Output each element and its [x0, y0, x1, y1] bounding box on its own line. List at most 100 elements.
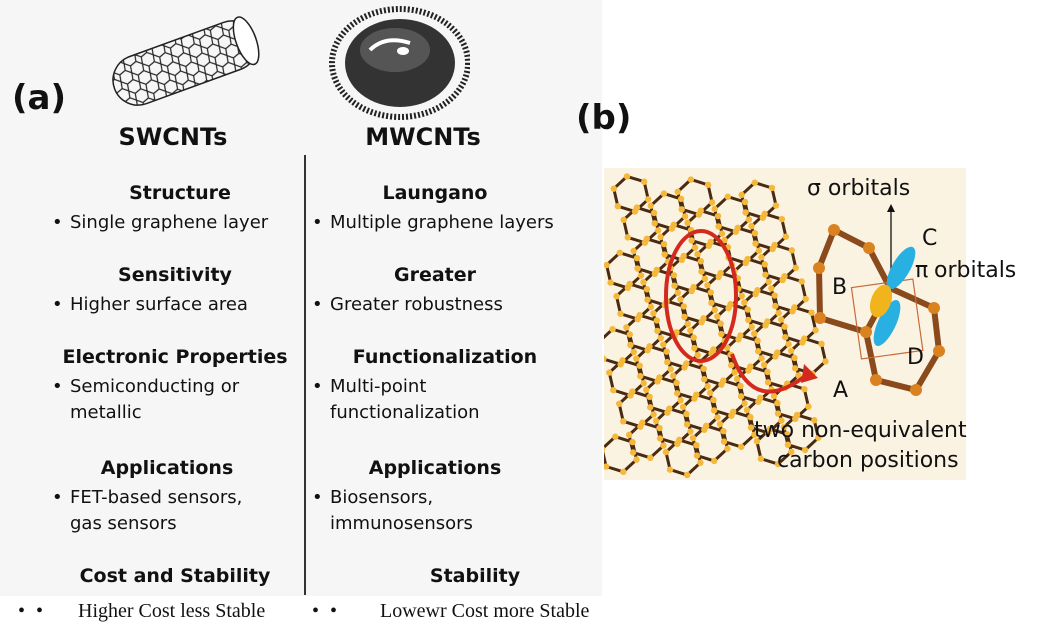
- lattice-atom: [626, 331, 634, 338]
- lattice-atom: [629, 438, 636, 446]
- lattice-atom: [754, 347, 762, 355]
- lattice-atom: [730, 408, 737, 416]
- lattice-atom: [801, 446, 809, 454]
- lattice-atom: [711, 306, 718, 314]
- lattice-atom: [634, 265, 641, 272]
- lattice-atom: [741, 198, 749, 206]
- lattice-atom: [691, 244, 699, 251]
- lattice-atom: [674, 289, 682, 297]
- lattice-atom: [764, 318, 771, 325]
- lattice-atom: [647, 202, 654, 209]
- swcnt-heading: Applications: [100, 457, 234, 479]
- lattice-atom: [662, 448, 670, 456]
- mwcnt-heading: Applications: [368, 457, 502, 479]
- lattice-atom: [733, 375, 741, 383]
- lattice-atom: [780, 423, 788, 431]
- swcnt-bullet: Semiconducting or metallic: [52, 374, 280, 426]
- lattice-atom: [660, 190, 668, 197]
- swcnt-heading: Sensitivity: [118, 264, 232, 286]
- lattice-atom: [620, 216, 627, 224]
- lattice-atom: [795, 372, 802, 379]
- pi-orbitals-label: orbitals: [934, 258, 1017, 283]
- lattice-atom: [630, 247, 637, 255]
- lattice-atom: [747, 424, 755, 431]
- lattice-atom: [633, 355, 640, 362]
- lattice-atom: [787, 347, 795, 354]
- lattice-atom: [704, 181, 712, 189]
- lattice-atom: [747, 363, 754, 370]
- lattice-atom: [604, 463, 610, 470]
- lattice-atom: [681, 213, 689, 220]
- swcnt-bullet: FET-based sensors, gas sensors: [52, 485, 270, 537]
- lattice-atom: [808, 309, 815, 316]
- lattice-atom: [680, 252, 687, 260]
- lattice-atom: [630, 348, 637, 356]
- highlight-ring: [664, 229, 738, 363]
- lattice-atom: [771, 292, 778, 299]
- mwcnt-bullet: Biosensors, immunosensors: [312, 485, 510, 537]
- lattice-atom: [684, 320, 691, 328]
- lattice-atom: [758, 355, 765, 362]
- swcnt-title: SWCNTs: [118, 123, 228, 151]
- lattice-atom: [641, 178, 648, 185]
- lattice-atom: [689, 434, 697, 442]
- pi-symbol: π: [915, 258, 929, 283]
- lattice-atom: [643, 286, 651, 293]
- lattice-atom: [792, 264, 799, 272]
- lattice-atom: [737, 332, 744, 339]
- lattice-atom: [623, 173, 631, 180]
- lattice-atom: [687, 176, 695, 183]
- lattice-atom: [654, 327, 661, 335]
- mwcnt-bullet: Greater robustness: [312, 292, 570, 318]
- lattice-atom: [720, 377, 727, 384]
- lattice-atom: [684, 219, 691, 227]
- lattice-atom: [744, 306, 751, 313]
- lattice-atom: [724, 445, 731, 452]
- lattice-atom: [619, 357, 626, 364]
- lattice-atom: [604, 261, 610, 269]
- mwcnt-heading: Greater: [393, 264, 476, 286]
- lattice-atom: [646, 404, 654, 411]
- lattice-atom: [610, 185, 618, 192]
- panel-b-label: (b): [576, 98, 632, 138]
- lattice-atom: [676, 436, 683, 444]
- lattice-atom: [673, 329, 680, 336]
- lattice-atom: [751, 431, 758, 438]
- lattice-atom: [754, 337, 761, 344]
- swcnt-bullet: •Higher Cost less Stable: [18, 598, 340, 624]
- lattice-atom: [644, 296, 651, 303]
- lattice-atom: [781, 333, 789, 341]
- lattice-atom: [637, 372, 644, 380]
- lattice-atom: [788, 448, 795, 456]
- lattice-atom: [693, 391, 700, 398]
- lattice-atom: [664, 358, 671, 366]
- lattice-atom: [677, 195, 685, 203]
- lattice-atom: [657, 334, 664, 342]
- lattice-atom: [663, 348, 670, 355]
- swcnt-illustration: [112, 16, 260, 106]
- lattice-atom: [718, 330, 725, 338]
- lattice-atom: [681, 313, 688, 321]
- lattice-atom: [720, 427, 727, 435]
- lattice-atom: [724, 193, 732, 200]
- lattice-atom: [720, 438, 728, 445]
- lattice-atom: [654, 227, 662, 234]
- lattice-atom: [802, 295, 809, 303]
- lattice-atom: [793, 411, 801, 419]
- lattice-atom: [666, 405, 673, 412]
- lattice-atom: [798, 278, 805, 285]
- arrow: [730, 353, 811, 394]
- lattice-atom: [764, 368, 771, 376]
- carbon-atoms: [813, 224, 945, 396]
- lattice-atom: [717, 320, 724, 327]
- lattice-atom: [751, 179, 759, 186]
- lattice-atom: [741, 299, 748, 306]
- sigma-orbitals-label: σ orbitals: [807, 176, 911, 201]
- lattice-atom: [673, 379, 680, 387]
- mwcnt-bullet: •Lowewr Cost more Stable: [312, 598, 682, 624]
- lattice-atom: [774, 349, 781, 356]
- lattice-atom: [610, 386, 617, 394]
- lattice-atom: [624, 234, 631, 241]
- mwcnt-cost-text: Lowewr Cost more Stable: [380, 600, 590, 622]
- lattice-atom: [653, 317, 661, 324]
